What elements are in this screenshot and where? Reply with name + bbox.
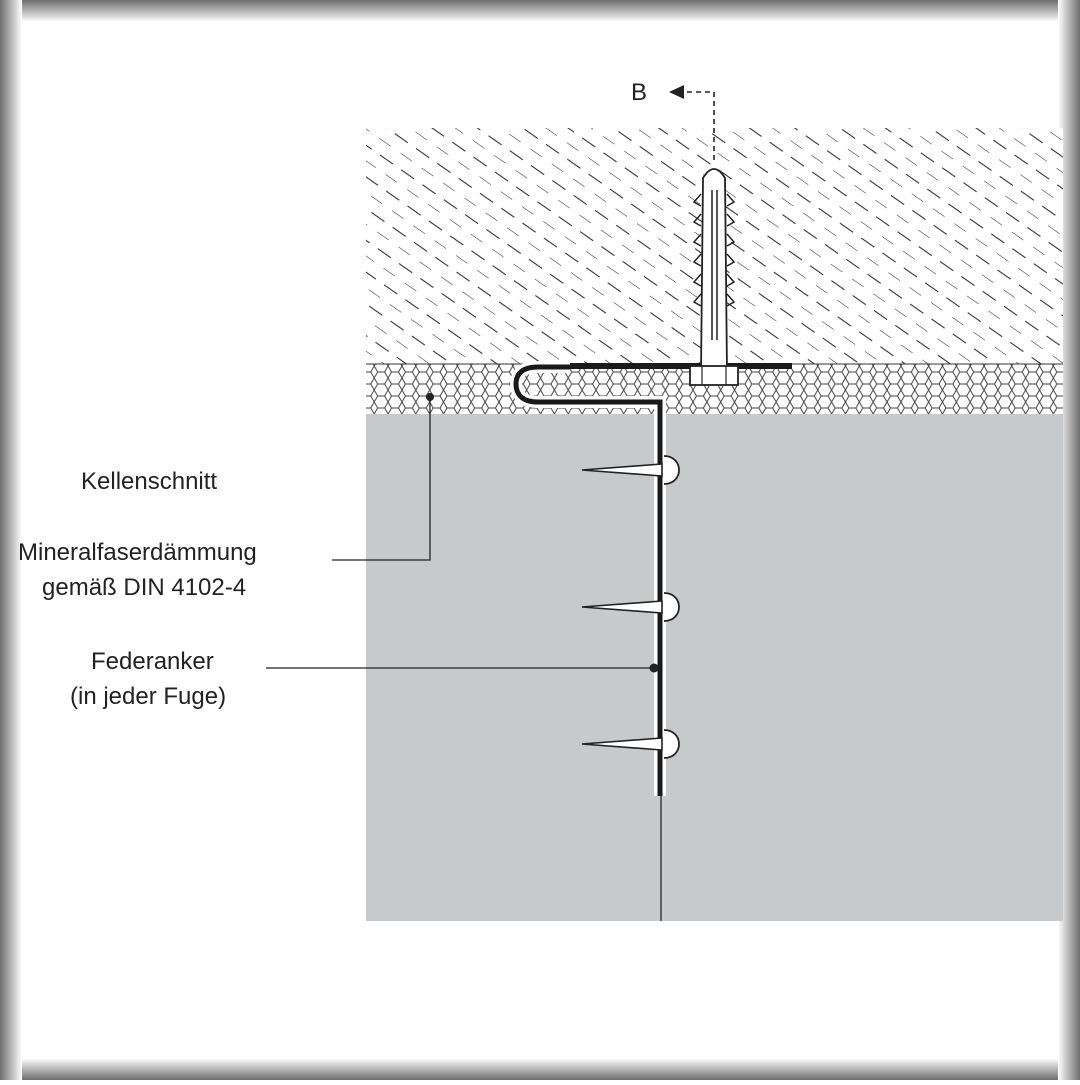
nail-icon [581,455,680,485]
anchor-leader-dot [649,663,659,673]
label-insulation-line1: Mineralfaserdämmung [18,539,257,566]
section-arrow-icon [669,85,684,99]
dowel-icon [689,168,739,386]
frame-shadow-bottom [0,1058,1080,1080]
anchor-base-plate [530,363,792,369]
label-insulation-line2: gemäß DIN 4102-4 [42,574,247,601]
label-anchor-line1: Federanker [91,648,214,675]
nail-icon [581,729,680,759]
spring-anchor [513,364,663,796]
insulation-leader-dot [426,393,434,401]
label-kellenschnitt: Kellenschnitt [81,468,218,495]
section-label-b: B [631,79,648,106]
section-line [678,91,715,160]
nail-icon [581,592,680,622]
frame-shadow-left [0,0,22,1080]
insulation-leader-line [332,397,431,561]
frame-shadow-top [0,0,1080,22]
label-anchor-line2: (in jeder Fuge) [70,683,227,710]
frame-shadow-right [1058,0,1080,1080]
